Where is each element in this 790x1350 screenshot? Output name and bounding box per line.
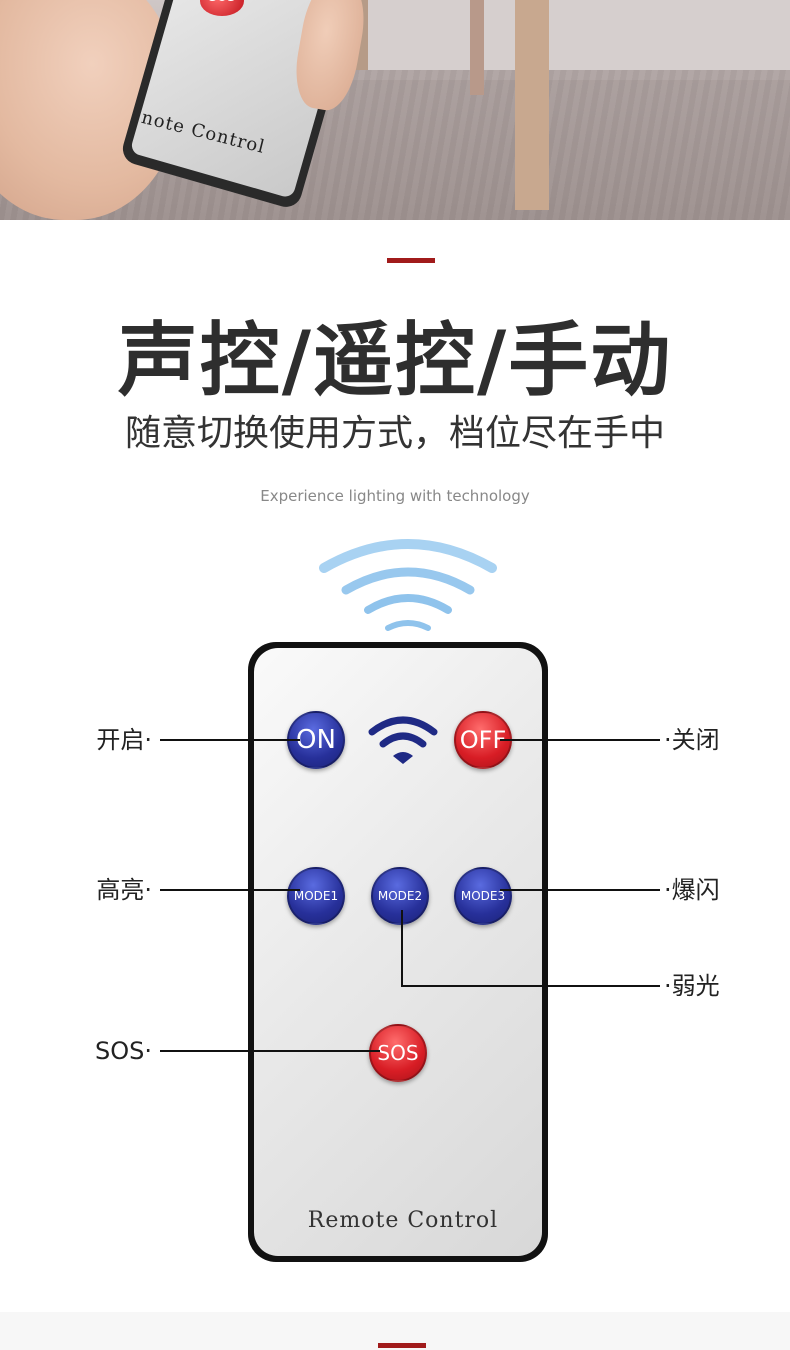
callout-off: ·关闭 xyxy=(664,726,720,754)
photo-sos-button: SOS xyxy=(200,0,244,16)
callout-low: ·弱光 xyxy=(664,972,720,1000)
callout-high: 高亮· xyxy=(96,876,152,904)
photo-table-leg xyxy=(470,0,484,95)
callout-strobe: ·爆闪 xyxy=(664,876,720,904)
accent-divider xyxy=(378,1343,426,1348)
on-button[interactable]: ON xyxy=(287,711,345,769)
product-photo: SOS note Control xyxy=(0,0,790,220)
wireless-waves-icon xyxy=(319,539,497,631)
photo-table-leg xyxy=(515,0,549,210)
photo-wall xyxy=(330,0,790,80)
mode2-button[interactable]: MODE2 xyxy=(371,867,429,925)
page-subtitle: 随意切换使用方式，档位尽在手中 xyxy=(124,413,665,454)
sos-button[interactable]: SOS xyxy=(369,1024,427,1082)
tagline: Experience lighting with technology xyxy=(260,487,530,505)
wifi-signal-icon xyxy=(368,716,438,764)
callout-sos: SOS· xyxy=(95,1037,152,1065)
accent-divider xyxy=(387,258,435,263)
mode1-button[interactable]: MODE1 xyxy=(287,867,345,925)
page-title: 声控/遥控/手动 xyxy=(117,314,673,407)
callout-on: 开启· xyxy=(96,726,152,754)
remote-caption: Remote Control xyxy=(307,1208,499,1233)
mode3-button[interactable]: MODE3 xyxy=(454,867,512,925)
